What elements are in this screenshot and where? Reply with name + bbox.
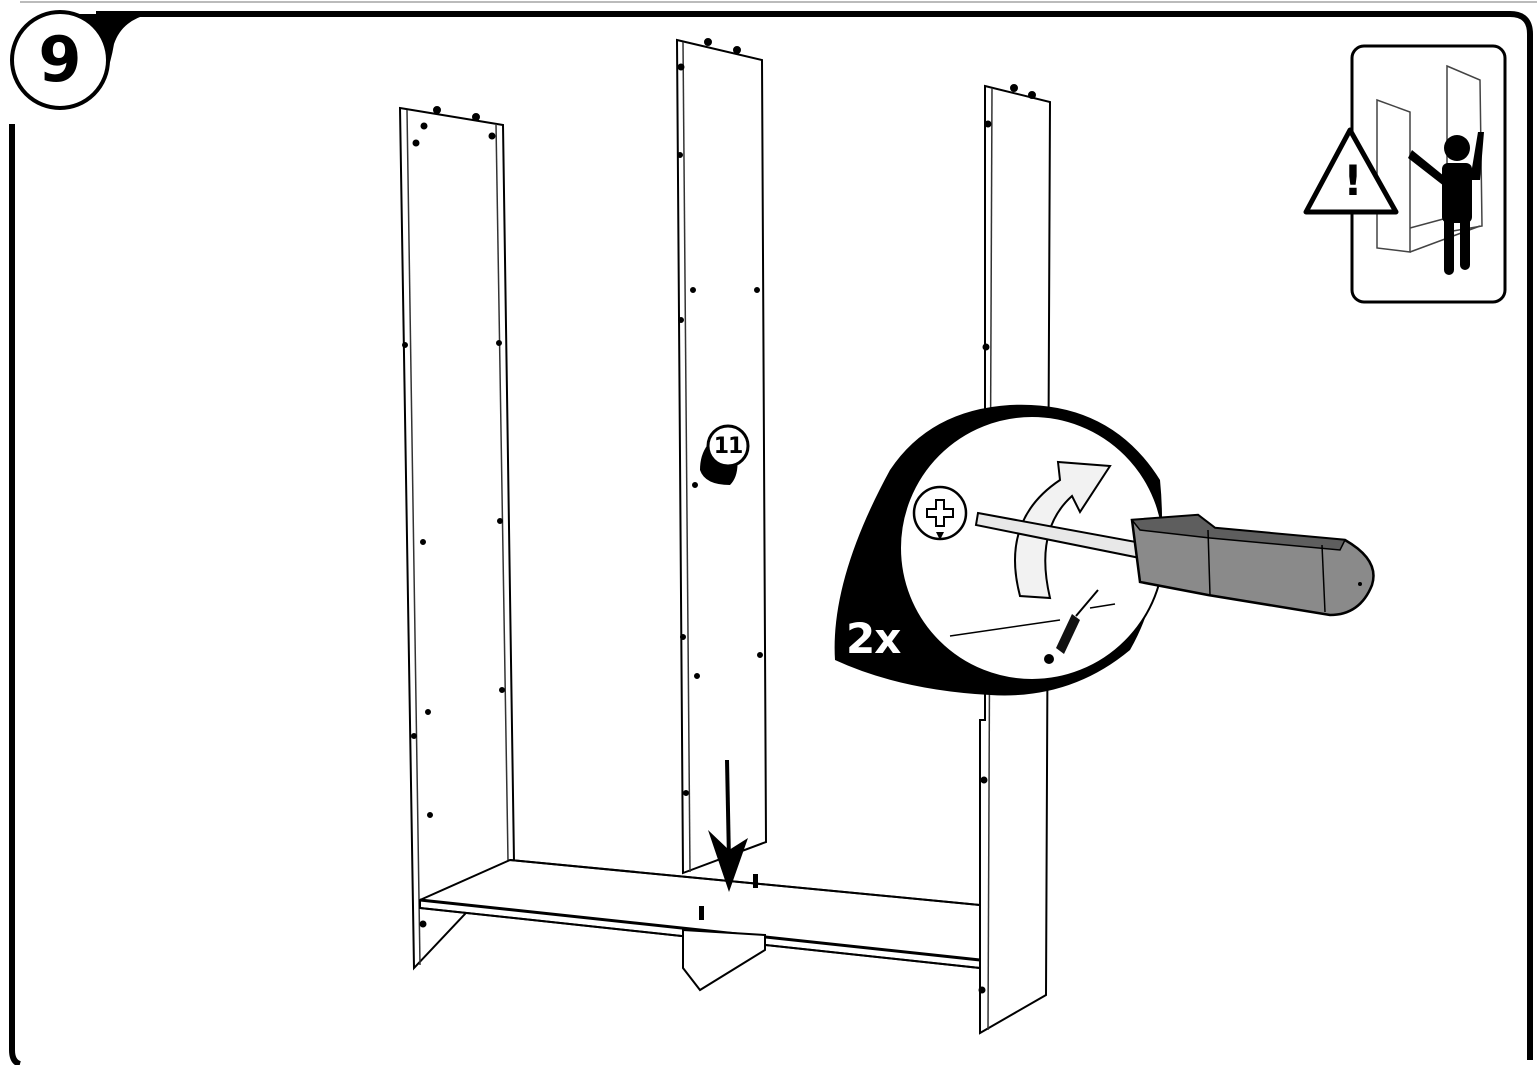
step-frame-left-border xyxy=(9,124,21,1065)
clockwise-arrow-icon xyxy=(1014,460,1112,600)
warning-triangle-icon xyxy=(1303,127,1399,215)
two-person-warning-panel xyxy=(1303,44,1507,304)
small-screwdriver-icon xyxy=(949,589,1116,664)
phillips-screwdriver-icon xyxy=(1130,513,1375,617)
step-number: 9 xyxy=(38,23,82,96)
screw-quantity-label: 2x xyxy=(846,613,901,663)
step-badge-circle xyxy=(10,10,110,110)
part-label-circle xyxy=(706,424,750,468)
warning-exclamation: ! xyxy=(1343,155,1363,205)
person-holding-panel-icon xyxy=(1408,132,1484,275)
down-arrow-icon xyxy=(708,759,748,892)
left-side-panel xyxy=(398,106,516,971)
dowel-2 xyxy=(753,874,758,888)
screwdriver-detail-callout xyxy=(834,404,1375,696)
dowel-1 xyxy=(699,906,704,920)
phillips-screw-head-icon xyxy=(912,485,968,541)
step-frame-border xyxy=(96,11,1533,1060)
middle-support-foot xyxy=(682,928,766,992)
part-number-label: 11 xyxy=(713,433,744,459)
